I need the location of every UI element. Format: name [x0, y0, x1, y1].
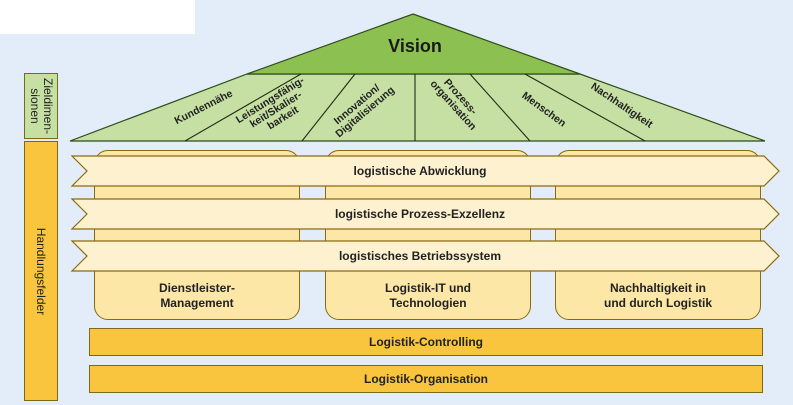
band-logistik-controlling: Logistik-Controlling	[89, 328, 763, 356]
band-logistik-organisation: Logistik-Organisation	[89, 365, 763, 393]
handlungsfelder-side-label: Handlungsfelder	[24, 141, 58, 401]
roof-dividers	[184, 73, 646, 142]
vision-triangle	[246, 13, 581, 75]
arrow-label-prozess-exzellenz: logistische Prozess-Exzellenz	[334, 207, 506, 221]
process-arrows	[70, 155, 780, 272]
arrow-shape-prozess-exzellenz	[70, 198, 780, 230]
corner-white-area	[0, 0, 195, 34]
arrow-shape-abwicklung	[70, 155, 780, 187]
arrow-label-betriebssystem: logistisches Betriebssystem	[338, 249, 502, 263]
pillar-3-line-1: Nachhaltigkeit in	[609, 281, 707, 295]
zieldimensionen-side-label: Zieldimen- sionen	[24, 73, 58, 139]
arrow-label-abwicklung: logistische Abwicklung	[353, 164, 487, 178]
pillar-1-line-2: Management	[160, 296, 234, 310]
pillar-2-line-1: Logistik-IT und	[385, 281, 471, 295]
pillar-3-line-2: und durch Logistik	[604, 296, 712, 310]
arrow-shape-betriebssystem	[70, 240, 780, 272]
vision-title: Vision	[388, 36, 442, 56]
roof-diagram: Vision Kundennähe Leistungsfähig- keit/S…	[69, 13, 766, 142]
pillar-1-line-1: Dienstleister-	[158, 281, 236, 295]
pillar-2-line-2: Technologien	[389, 296, 467, 310]
